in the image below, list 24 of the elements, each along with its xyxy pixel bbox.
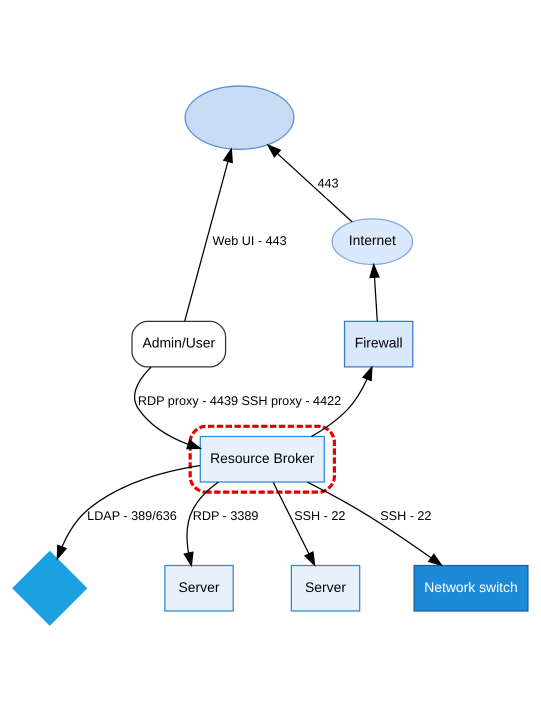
edge-label: LDAP - 389/636: [87, 508, 177, 522]
arrow: [311, 364, 373, 436]
edge-label: SSH - 22: [294, 508, 346, 522]
edge-label: SSH - 22: [380, 508, 432, 522]
edge-label: RDP proxy - 4439 SSH proxy - 4422: [138, 393, 342, 408]
arrow: [134, 366, 202, 449]
node-cloud: [184, 84, 295, 150]
node-box: Admin/User: [131, 320, 226, 368]
node-box: Server: [290, 564, 360, 612]
cluster: [188, 424, 336, 494]
node-box: Network switch: [413, 564, 529, 612]
node-box: Resource Broker: [200, 435, 325, 482]
arrow: [183, 481, 219, 567]
edge-label: 443: [318, 176, 339, 190]
arrow: [184, 146, 233, 321]
node-box: Server: [164, 564, 234, 612]
arrow: [369, 262, 380, 321]
edge-label: Web UI - 443: [212, 233, 287, 248]
node-box: Firewall: [344, 320, 414, 368]
node-ellipse: Internet: [332, 218, 414, 265]
node-diamond: [12, 550, 88, 626]
arrow: [307, 481, 444, 566]
edge-label: RDP - 3389: [192, 508, 258, 522]
arrow: [266, 143, 353, 222]
